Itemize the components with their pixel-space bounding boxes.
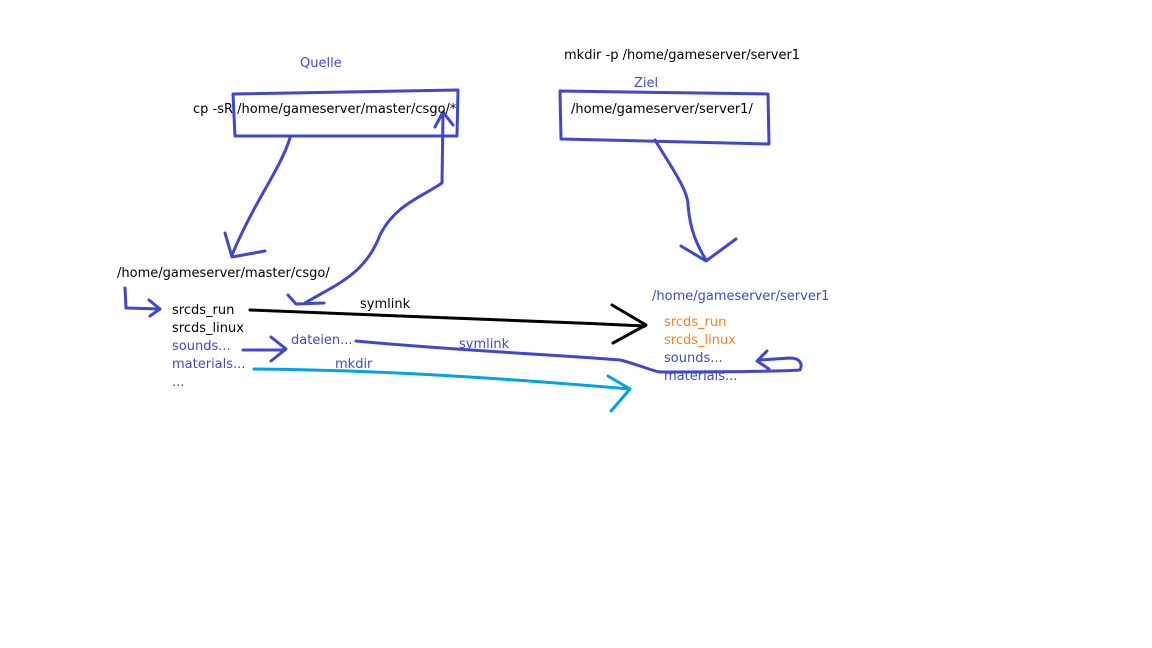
dateien-label: dateien... [291, 333, 353, 348]
server-file-srcds-linux: srcds_linux [664, 333, 736, 348]
server-path: /home/gameserver/server1 [652, 289, 830, 304]
symlink-arrowhead-blue [755, 349, 771, 371]
symlink-arrow-black [248, 308, 647, 328]
target-box [558, 89, 771, 146]
source-down-arrowhead [223, 231, 267, 259]
target-down-arrowhead [679, 237, 738, 263]
target-label: Ziel [634, 76, 659, 91]
server-file-srcds-run: srcds_run [664, 315, 727, 330]
wildcard-tail [286, 293, 326, 306]
source-label: Quelle [300, 56, 342, 71]
symlink-arrow-blue [354, 339, 803, 374]
wildcard-up-arrow [303, 113, 445, 305]
mkdir-arrowhead-cyan [606, 374, 632, 413]
target-path: /home/gameserver/server1/ [571, 102, 753, 117]
filelist-bracket-arrow [123, 286, 162, 311]
master-file-more: ... [172, 375, 185, 390]
mkdir-arrow-label: mkdir [335, 357, 373, 372]
master-file-sounds: sounds... [172, 339, 231, 354]
server-file-sounds: sounds... [664, 351, 723, 366]
master-file-srcds-run: srcds_run [172, 303, 235, 318]
filelist-bracket-arrowhead [147, 298, 162, 318]
master-path: /home/gameserver/master/csgo/ [117, 266, 330, 281]
wildcard-up-arrowhead [433, 110, 455, 129]
sounds-arrowhead [269, 335, 288, 363]
master-file-materials: materials... [172, 357, 246, 372]
source-down-arrow [230, 136, 292, 257]
symlink-mid-label: symlink [459, 337, 510, 352]
target-down-arrow [653, 138, 708, 262]
server-file-materials: materials... [664, 369, 738, 384]
source-box [231, 88, 460, 138]
source-command: cp -sR /home/gameserver/master/csgo/* [193, 102, 457, 117]
mkdir-command: mkdir -p /home/gameserver/server1 [564, 48, 801, 63]
master-file-srcds-linux: srcds_linux [172, 321, 244, 336]
symlink-top-label: symlink [360, 297, 411, 312]
mkdir-arrow-cyan [252, 367, 632, 391]
symlink-arrowhead-black [610, 303, 648, 345]
